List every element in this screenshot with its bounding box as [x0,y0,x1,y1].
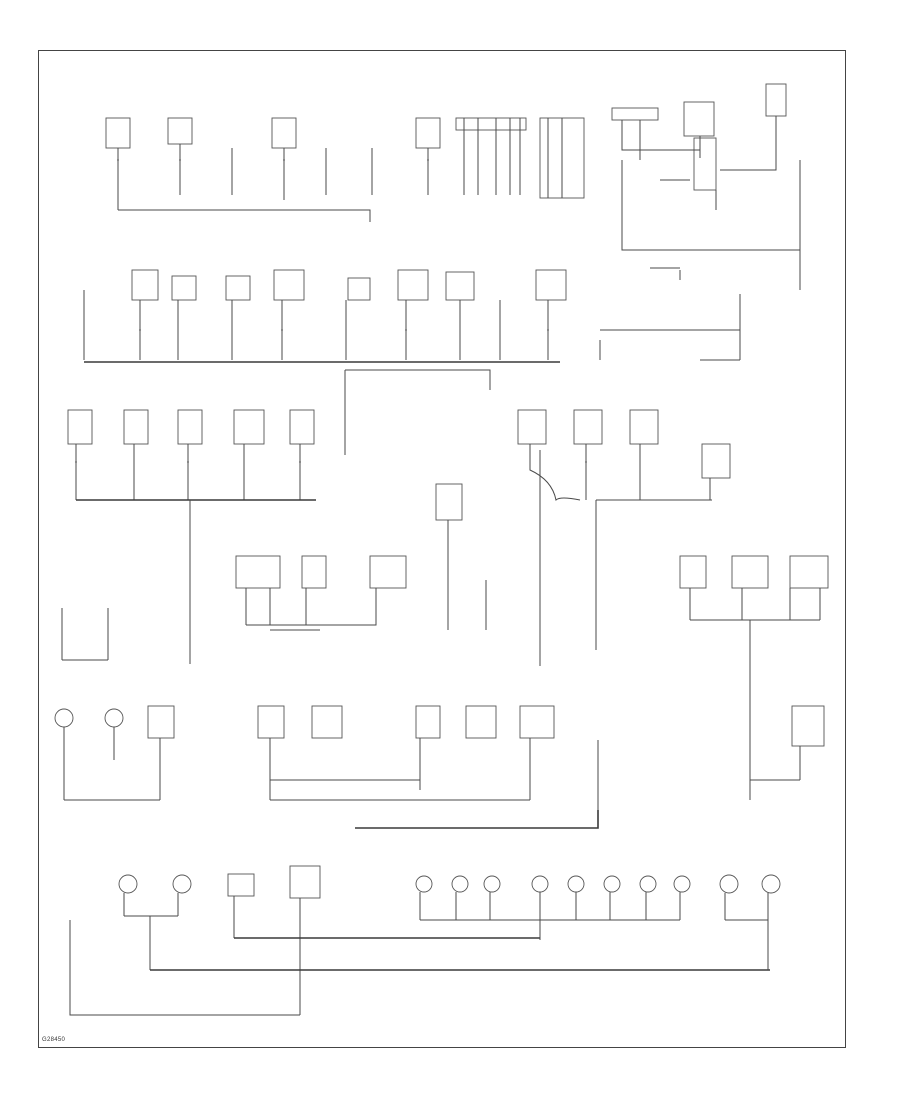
component-box [131,269,159,301]
component-box [147,705,175,739]
component-box [177,409,203,445]
component-box [105,117,131,149]
component-box [311,705,343,739]
component-box [701,443,731,479]
row-1-wiring [117,116,801,290]
component-box [227,873,255,897]
component-box [225,275,251,301]
component-box [517,409,547,445]
lamp-icon [761,874,781,894]
row-3-wiring [75,444,712,666]
component-box [167,117,193,145]
component-box [519,705,555,739]
lamp-icon [483,875,501,893]
lamp-icon [531,875,549,893]
component-box [573,409,603,445]
component-box [611,107,659,121]
row-1-components [105,83,787,199]
lamp-icon [673,875,691,893]
component-box [535,269,567,301]
row-5-wiring [63,727,801,829]
row-4-components [235,555,829,589]
component-box [765,83,787,117]
component-box [789,555,829,589]
diagram-code: G28450 [42,1037,66,1043]
lamp-icon [567,875,585,893]
row-6-wiring [69,892,770,1016]
row-3-components [67,409,731,521]
row-5-components [54,705,825,747]
lamp-icon [415,875,433,893]
component-box [791,705,825,747]
component-box [683,101,715,137]
lamp-icon [54,708,74,728]
component-box [289,865,321,899]
component-box [397,269,429,301]
pin-markers [75,159,587,463]
lamp-icon [639,875,657,893]
row-2-wiring [83,290,741,455]
component-box [455,117,527,131]
component-box [273,269,305,301]
component-box [271,117,297,149]
component-box [415,117,441,149]
lamp-icon [603,875,621,893]
component-box [233,409,265,445]
lamp-icon [451,875,469,893]
component-box [123,409,149,445]
lamp-icon [104,708,124,728]
component-box [369,555,407,589]
component-box [435,483,463,521]
diagram-frame [38,50,846,1048]
component-box [289,409,315,445]
component-box [445,271,475,301]
component-box [629,409,659,445]
component-box [257,705,285,739]
component-box [67,409,93,445]
component-box [693,137,717,191]
row-2-components [131,269,567,301]
row-4-wiring [61,580,821,800]
component-box [679,555,707,589]
component-box [301,555,327,589]
component-box [347,277,371,301]
lamp-icon [118,874,138,894]
component-box [171,275,197,301]
component-box [465,705,497,739]
lamp-icon [719,874,739,894]
row-6-components [118,865,781,899]
lamp-icon [172,874,192,894]
component-box [415,705,441,739]
component-box [235,555,281,589]
component-box [731,555,769,589]
